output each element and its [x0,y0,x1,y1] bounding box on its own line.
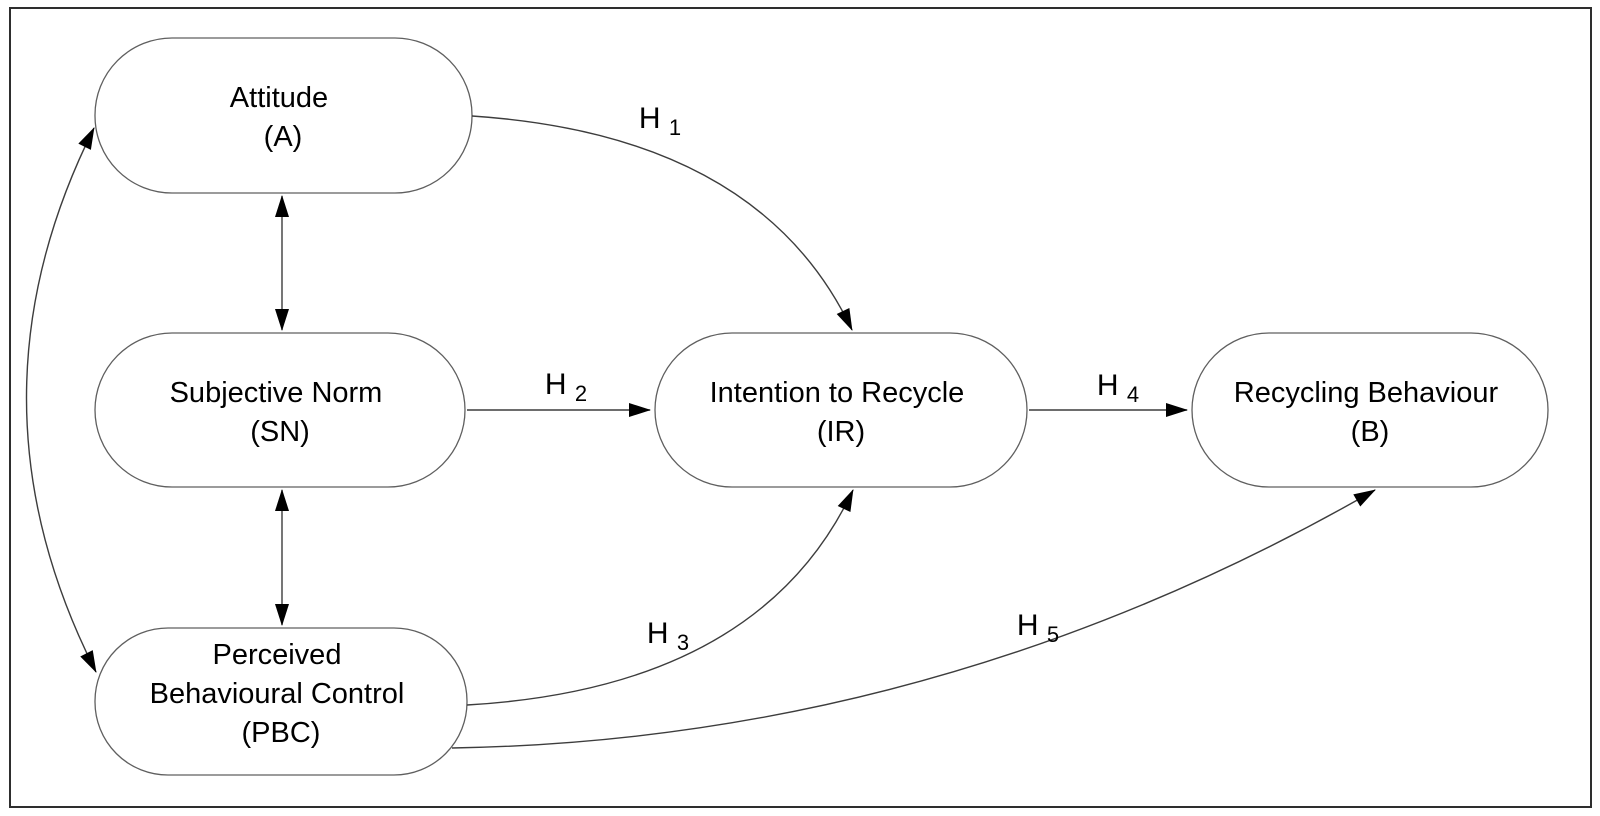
node-intention-to-recycle-shape [654,332,1028,488]
node-behaviour-line1: Recycling Behaviour [1234,377,1499,409]
node-pbc-line1: Perceived [212,639,341,671]
node-intention-line1: Intention to Recycle [710,377,965,409]
node-subjective-norm-label: Subjective Norm (SN) [170,377,391,448]
h5-base: H [1017,609,1039,642]
h4-subscript: 4 [1127,382,1139,407]
node-perceived-behavioural-control-label: Perceived Behavioural Control (PBC) [150,639,413,749]
edge-h5-label: H 5 [1017,609,1059,647]
edge-h5-arrow [451,489,1376,749]
node-attitude-label: Attitude (A) [230,82,336,153]
node-pbc-line2: Behavioural Control [150,678,405,710]
h3-base: H [647,617,669,650]
node-attitude-shape [94,37,473,194]
h4-base: H [1097,369,1119,402]
node-intention-line2: (IR) [817,416,865,448]
edge-h2-label: H 2 [545,368,587,406]
edge-h1-arrow [471,115,853,331]
node-recycling-behaviour-label: Recycling Behaviour (B) [1234,377,1506,448]
edge-h1-label: H 1 [639,102,681,140]
node-perceived-behavioural-control-shape [94,627,468,776]
correlation-attitude-pbc-arc [25,127,97,673]
node-shapes [94,37,1549,776]
h3-subscript: 3 [677,630,689,655]
h2-base: H [545,368,567,401]
node-recycling-behaviour-shape [1191,332,1549,488]
node-attitude-line1: Attitude [230,82,328,114]
edge-h3-label: H 3 [647,617,689,655]
node-behaviour-line2: (B) [1351,416,1390,448]
node-attitude-line2: (A) [264,121,303,153]
h1-base: H [639,102,661,135]
node-intention-to-recycle-label: Intention to Recycle (IR) [710,377,973,448]
edges [25,115,1376,749]
diagram-outer-border [9,7,1592,808]
h2-subscript: 2 [575,381,587,406]
node-subjective-norm-line2: (SN) [250,416,310,448]
h1-subscript: 1 [669,115,681,140]
edge-h4-label: H 4 [1097,369,1139,407]
node-subjective-norm-shape [94,332,466,488]
node-labels: Attitude (A) Subjective Norm (SN) Percei… [150,82,1506,749]
node-subjective-norm-line1: Subjective Norm [170,377,383,409]
edge-h3-arrow [466,489,854,706]
node-pbc-line3: (PBC) [242,717,321,749]
h5-subscript: 5 [1047,622,1059,647]
hypothesis-labels: H 1 H 2 H 3 H 4 H 5 [545,102,1139,655]
